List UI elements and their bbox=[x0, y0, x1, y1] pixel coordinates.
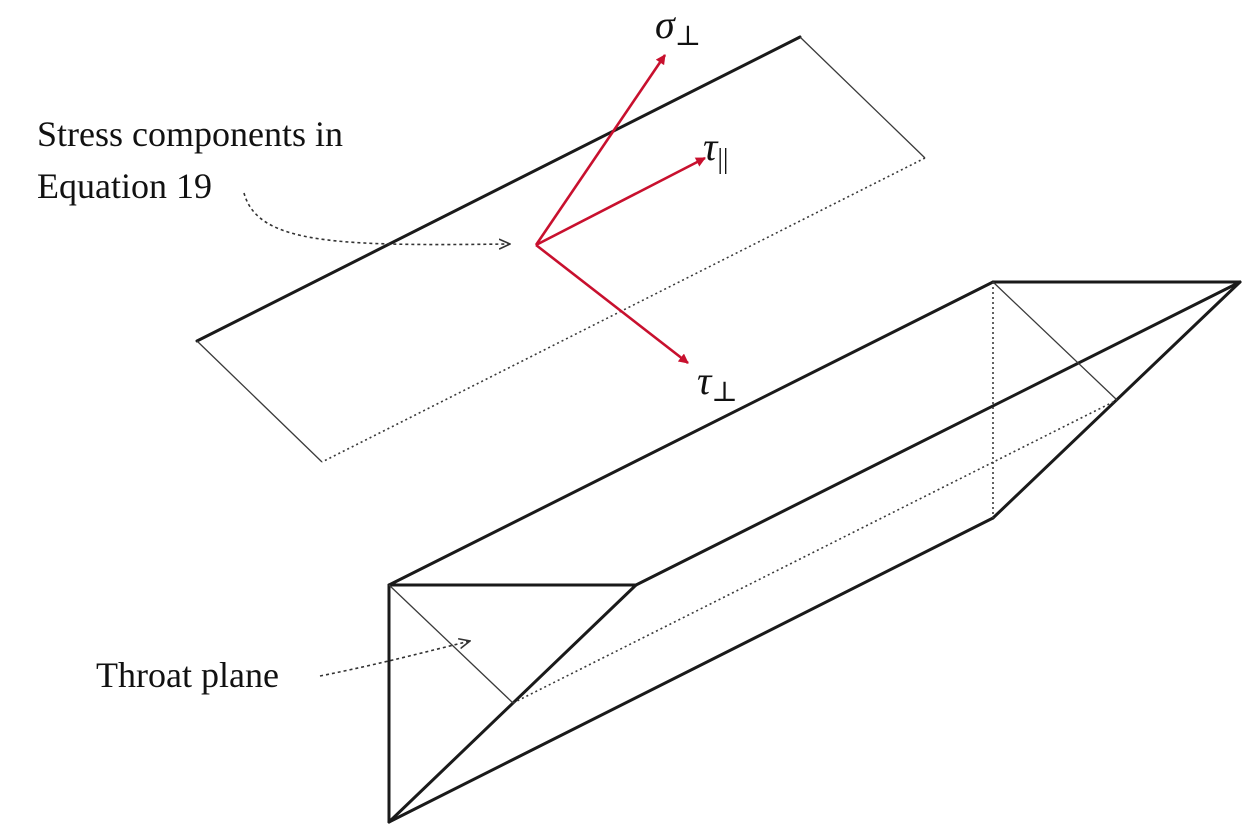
stress-plane bbox=[195, 35, 926, 463]
stress-plane-left-edge bbox=[196, 340, 323, 463]
weld-prism bbox=[387, 280, 1242, 824]
throat-root-line bbox=[512, 399, 1118, 704]
stress-pointer-arrow bbox=[243, 192, 510, 245]
throat-plane-label: Throat plane bbox=[96, 655, 279, 695]
prism-top-right-edge bbox=[634, 280, 1242, 587]
stress-plane-bottom-edge bbox=[321, 157, 926, 463]
prism-bottom-edge bbox=[387, 516, 995, 824]
sigma-perp-arrow bbox=[534, 54, 667, 246]
front-hypotenuse bbox=[387, 583, 638, 824]
stress-plane-top-edge bbox=[195, 35, 802, 343]
stress-plane-right-edge bbox=[799, 36, 926, 159]
stress-components-label-line2: Equation 19 bbox=[37, 166, 212, 206]
tau-perp-arrow bbox=[535, 243, 689, 365]
stress-components-label-line1: Stress components in bbox=[37, 114, 343, 154]
tau-parallel-arrow bbox=[535, 156, 706, 247]
stress-vectors bbox=[534, 54, 706, 365]
prism-top-left-edge bbox=[387, 280, 995, 587]
tau-parallel-label: τ|| bbox=[703, 124, 729, 175]
tau-perp-label: τ⊥ bbox=[697, 358, 738, 408]
throat-pointer-arrow bbox=[319, 641, 470, 677]
sigma-perp-label: σ⊥ bbox=[655, 2, 701, 52]
throat-front-line bbox=[388, 584, 514, 704]
throat-back-line bbox=[992, 281, 1118, 401]
